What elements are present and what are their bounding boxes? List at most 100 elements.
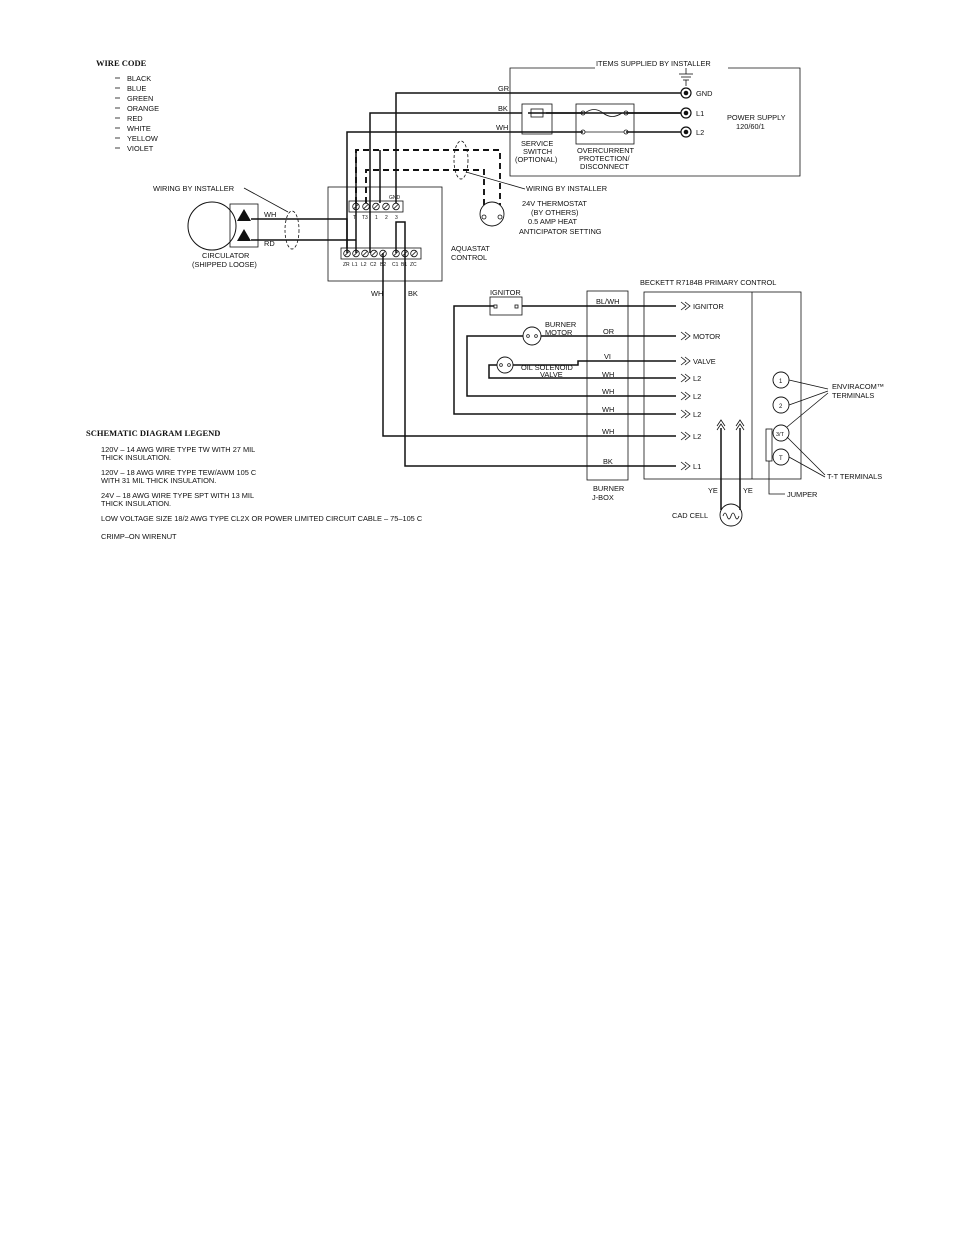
- thermostat-line-3: 0.5 AMP HEAT: [528, 217, 578, 226]
- ignitor-box: [489, 296, 523, 316]
- thermostat-cable-oval: [453, 140, 469, 180]
- svg-text:3/T: 3/T: [776, 432, 785, 438]
- bottom-terminal-zr: ZR: [343, 262, 350, 268]
- cad-cell-wire-ye-left: YE: [708, 486, 718, 495]
- wire-color-yellow: YELLOW: [127, 134, 158, 143]
- primary-terminal-l2-1: L2: [693, 374, 701, 383]
- wire-color-green: GREEN: [127, 94, 153, 103]
- l1-label: L1: [696, 109, 704, 118]
- top-terminal-t3: T3: [362, 215, 368, 221]
- cad-cell-label: CAD CELL: [672, 511, 708, 520]
- svg-text:1: 1: [779, 379, 783, 385]
- jbox-wire-or: OR: [603, 327, 614, 336]
- circulator-wire-rd: RD: [264, 239, 275, 248]
- wire-color-red: RED: [127, 114, 143, 123]
- circulator-cable-oval: [284, 210, 300, 250]
- ignitor-label: IGNITOR: [490, 288, 521, 297]
- installer-supplied-box: ITEMS SUPPLIED BY INSTALLER GND L1 L2 PO…: [509, 59, 801, 177]
- legend-item-2-line-2: WITH 31 MIL THICK INSULATION.: [101, 476, 216, 485]
- aquastat-box: [327, 186, 443, 282]
- jbox-wire-wh-2: WH: [602, 387, 614, 396]
- enviracom-terminals-label: TERMINALS: [832, 391, 874, 400]
- items-supplied-label: ITEMS SUPPLIED BY INSTALLER: [596, 59, 711, 68]
- circulator-wiring-by-installer: WIRING BY INSTALLER: [153, 184, 234, 193]
- connector-chevrons: [680, 301, 691, 471]
- burner-components: IGNITOR BURNER MOTOR OIL SOLENOID VALVE …: [453, 288, 676, 502]
- enviracom-terminal-3t: [772, 424, 790, 442]
- wire-gr-label: GR: [498, 84, 509, 93]
- thermostat-line-1: 24V THERMOSTAT: [522, 199, 587, 208]
- thermostat-terminal-strip: [348, 200, 404, 213]
- top-terminal-3: 3: [395, 215, 398, 221]
- thermostat-wiring: WIRING BY INSTALLER 24V THERMOSTAT (BY O…: [355, 140, 607, 236]
- overcurrent-label-3: DISCONNECT: [580, 162, 629, 171]
- power-supply-label: POWER SUPPLY: [727, 113, 786, 122]
- wire-color-white: WHITE: [127, 124, 151, 133]
- cad-cell-wire-ye-right: YE: [743, 486, 753, 495]
- thermostat-wiring-by-installer: WIRING BY INSTALLER: [526, 184, 607, 193]
- burner-motor-label-1: BURNER: [545, 320, 576, 329]
- service-switch-label-1: SERVICE: [521, 139, 553, 148]
- aquastat-label-1: AQUASTAT: [451, 244, 490, 253]
- primary-terminal-l2-2: L2: [693, 392, 701, 401]
- beckett-primary-control: BECKETT R7184B PRIMARY CONTROL IGNITOR M…: [640, 278, 884, 527]
- top-terminal-screws: [352, 202, 400, 211]
- wire-color-black: BLACK: [127, 74, 151, 83]
- jbox-label-2: J-BOX: [592, 493, 614, 502]
- top-gnd-label: GND: [389, 195, 401, 201]
- legend-item-3-line-2: THICK INSULATION.: [101, 499, 171, 508]
- aquastat-out-bk: BK: [408, 289, 418, 298]
- thermostat-line-2: (BY OTHERS): [531, 208, 579, 217]
- jbox-wire-vi: VI: [604, 352, 611, 361]
- aquastat-label-2: CONTROL: [451, 253, 487, 262]
- ground-icon: [679, 68, 693, 86]
- svg-text:2: 2: [779, 404, 783, 410]
- jbox-label-1: BURNER: [593, 484, 624, 493]
- aquastat-control: AQUASTAT CONTROL GND T T3 1 2 3 ZR: [327, 186, 676, 467]
- primary-terminal-l1: L1: [693, 462, 701, 471]
- overcurrent-box: [575, 103, 635, 145]
- power-supply-rating: 120/60/1: [736, 122, 765, 131]
- legend-title: SCHEMATIC DIAGRAM LEGEND: [86, 428, 220, 438]
- main-power-wires: GR BK WH: [346, 84, 681, 253]
- jbox-wire-bk: BK: [603, 457, 613, 466]
- circulator: WH RD WIRING BY INSTALLER CIRCULATOR (SH…: [153, 184, 356, 269]
- wire-code-legend: WIRE CODE BLACK BLUE GREEN ORANGE RED WH…: [96, 58, 159, 153]
- circulator-pump-icon: [187, 201, 237, 251]
- primary-control-box: [643, 291, 802, 480]
- legend-item-1-line-2: THICK INSULATION.: [101, 453, 171, 462]
- jumper-label: JUMPER: [787, 490, 817, 499]
- jumper-icon: [765, 428, 773, 462]
- wire-bk-label: BK: [498, 104, 508, 113]
- primary-terminal-motor: MOTOR: [693, 332, 720, 341]
- oil-valve-label-1: OIL SOLENOID: [521, 363, 573, 372]
- top-terminal-t: T: [353, 215, 356, 221]
- circulator-wire-wh: WH: [264, 210, 276, 219]
- gnd-label: GND: [696, 89, 712, 98]
- cad-cell-wires: [716, 419, 745, 510]
- service-switch-box: [521, 103, 553, 135]
- jbox-wire-wh-1: WH: [602, 370, 614, 379]
- bottom-terminal-c1: C1: [392, 262, 399, 268]
- primary-terminal-valve: VALVE: [693, 357, 716, 366]
- jbox-wire-wh-3: WH: [602, 405, 614, 414]
- wire-color-violet: VIOLET: [127, 144, 154, 153]
- jbox-wire-blwh: BL/WH: [596, 297, 619, 306]
- legend-item-5: CRIMP–ON WIRENUT: [101, 532, 177, 541]
- overcurrent-label-1: OVERCURRENT: [577, 146, 635, 155]
- tt-terminals-label: T-T TERMINALS: [827, 472, 882, 481]
- thermostat-icon: [479, 201, 505, 227]
- top-terminal-2: 2: [385, 215, 388, 221]
- top-terminal-1: 1: [375, 215, 378, 221]
- enviracom-label: ENVIRACOM™: [832, 382, 884, 391]
- primary-terminal-ignitor: IGNITOR: [693, 302, 724, 311]
- legend-item-1-line-1: 120V – 14 AWG WIRE TYPE TW WITH 27 MIL: [101, 445, 255, 454]
- legend-item-4: LOW VOLTAGE SIZE 18/2 AWG TYPE CL2X OR P…: [101, 514, 423, 523]
- circulator-label-2: (SHIPPED LOOSE): [192, 260, 257, 269]
- bottom-terminal-c2: C2: [370, 262, 377, 268]
- aquastat-out-wh: WH: [371, 289, 383, 298]
- legend-item-3-line-1: 24V – 18 AWG WIRE TYPE SPT WITH 13 MIL: [101, 491, 254, 500]
- wire-color-blue: BLUE: [127, 84, 146, 93]
- thermostat-line-4: ANTICIPATOR SETTING: [519, 227, 602, 236]
- primary-terminal-l2-3: L2: [693, 410, 701, 419]
